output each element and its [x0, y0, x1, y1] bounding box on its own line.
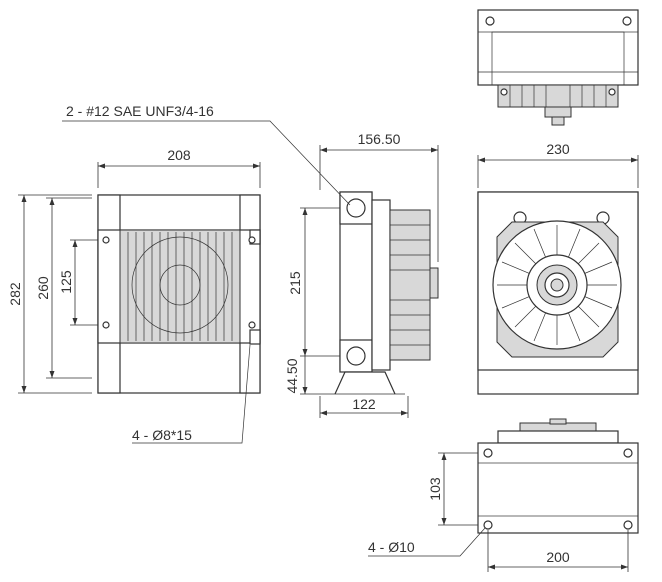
hole-note-text: 4 - Ø10	[368, 539, 415, 555]
front-width-text: 208	[167, 147, 191, 163]
side-depth-dimension: 156.50	[319, 131, 439, 262]
side-foot-height-dimension: 44.50	[284, 356, 330, 395]
front-fan-height-dimension: 125	[58, 239, 98, 326]
side-depth-text: 156.50	[358, 131, 401, 147]
bottom-view	[477, 418, 639, 534]
front-height-outer-dimension: 282	[7, 194, 92, 394]
side-base-width-dimension: 122	[319, 396, 409, 418]
bottom-width-text: 200	[546, 549, 570, 565]
bottom-depth-dimension: 103	[427, 452, 478, 526]
side-view	[330, 191, 439, 395]
front-view	[97, 194, 261, 394]
slot-note-text: 4 - Ø8*15	[132, 427, 192, 443]
rear-view	[477, 191, 639, 395]
side-foot-height-text: 44.50	[284, 358, 300, 393]
fitting-leader: 2 - #12 SAE UNF3/4-16	[62, 103, 351, 206]
hole-leader: 4 - Ø10	[368, 527, 486, 557]
front-height-outer-text: 282	[7, 282, 23, 306]
front-height-inner-dimension: 260	[35, 197, 92, 379]
front-height-inner-text: 260	[35, 276, 51, 300]
side-height-text: 215	[287, 271, 303, 295]
bottom-width-dimension: 200	[487, 530, 629, 572]
fitting-note-text: 2 - #12 SAE UNF3/4-16	[66, 103, 214, 119]
rear-width-dimension: 230	[477, 141, 639, 188]
front-fan-height-text: 125	[58, 270, 74, 294]
slot-leader: 4 - Ø8*15	[132, 344, 251, 444]
top-view	[477, 9, 639, 126]
side-base-width-text: 122	[352, 396, 376, 412]
front-width-dimension: 208	[97, 147, 261, 188]
side-height-dimension: 215	[287, 207, 340, 357]
rear-width-text: 230	[546, 141, 570, 157]
bottom-depth-text: 103	[427, 477, 443, 501]
